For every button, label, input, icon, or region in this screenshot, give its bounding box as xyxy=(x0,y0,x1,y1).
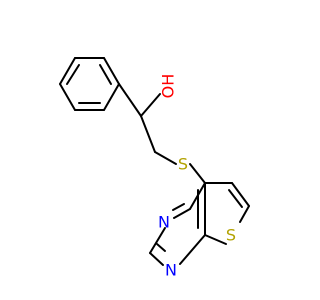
bond xyxy=(189,163,206,184)
thiophene-ring xyxy=(204,182,250,245)
bond xyxy=(140,93,161,117)
bond-double-inner xyxy=(156,243,166,252)
bond xyxy=(154,151,177,165)
bond-double-inner xyxy=(228,189,243,208)
bond xyxy=(173,208,191,219)
pyrimidine-ring xyxy=(149,182,206,266)
bond xyxy=(118,83,142,117)
hydroxyl-label: OH xyxy=(159,74,178,99)
bond xyxy=(204,234,227,245)
bond xyxy=(149,227,166,254)
bond xyxy=(103,83,120,111)
bond-double-inner xyxy=(172,203,185,211)
bond xyxy=(231,182,250,207)
nitrogen-1-label: N xyxy=(165,261,177,280)
bond-double-inner xyxy=(66,64,80,85)
bond xyxy=(179,234,206,265)
bond xyxy=(149,252,164,266)
bond xyxy=(140,115,156,153)
thioether-sulfur-label: S xyxy=(178,155,188,174)
thiophene-sulfur-label: S xyxy=(226,226,236,245)
bond xyxy=(103,57,120,85)
side-chain xyxy=(118,83,206,184)
phenyl-ring xyxy=(59,57,120,111)
bond xyxy=(239,205,250,223)
bond-double-inner xyxy=(99,64,112,85)
bond xyxy=(59,57,76,85)
molecule-structure: OH S N N S xyxy=(59,57,250,280)
bond xyxy=(59,83,76,111)
nitrogen-3-label: N xyxy=(158,213,170,232)
